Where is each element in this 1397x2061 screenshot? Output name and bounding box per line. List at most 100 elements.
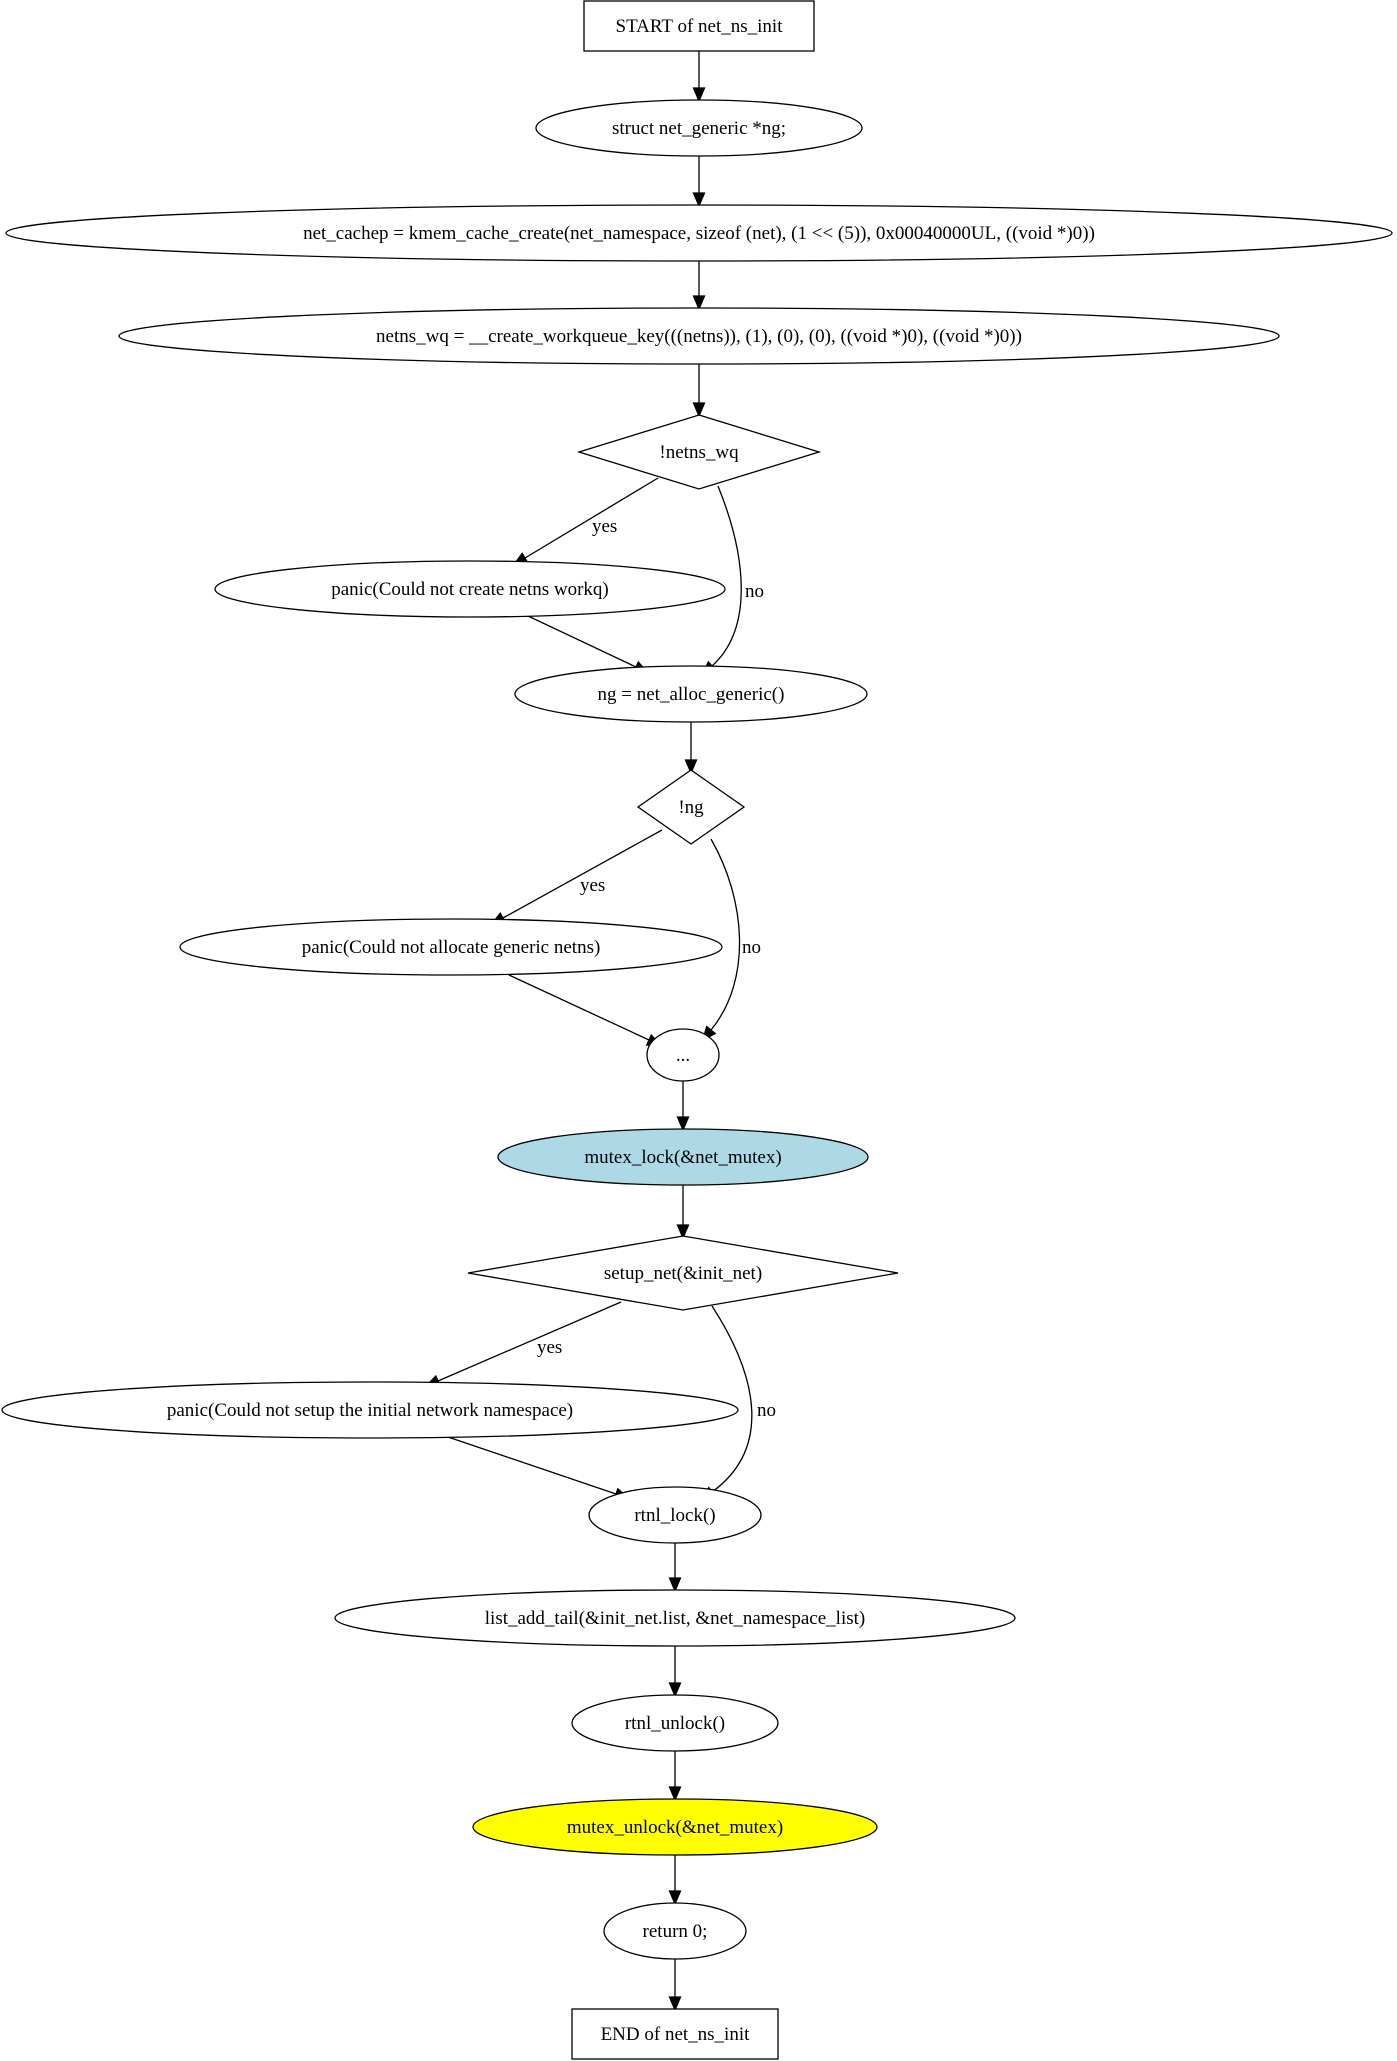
edge-line: [711, 1305, 753, 1493]
node-check-ng: !ng: [636, 769, 746, 845]
node-diamond: [636, 769, 746, 845]
node-ellipse: [118, 307, 1280, 365]
edge-decl_ng-to-cache_create: [692, 156, 706, 208]
node-rtnl-lock: rtnl_lock(): [588, 1486, 762, 1544]
node-ellipse: [497, 1128, 869, 1186]
node-ellipse: [5, 204, 1393, 262]
edge-panic_setup-to-rtnl_lock: [447, 1436, 630, 1500]
edge-check_wq-to-panic_wq: yes: [512, 477, 659, 566]
node-box: [571, 2008, 779, 2060]
edge-check_ng-to-panic_ng: yes: [490, 829, 663, 926]
arrowhead: [668, 1996, 682, 2012]
node-ellipse: [179, 918, 723, 976]
edge-line: [508, 974, 650, 1041]
arrowhead: [668, 1890, 682, 1906]
node-panic-ng: panic(Could not allocate generic netns): [179, 918, 723, 976]
arrowhead: [692, 87, 706, 103]
arrowhead: [692, 295, 706, 311]
arrowhead: [692, 402, 706, 418]
edge-mutex_unlock-to-return0: [668, 1855, 682, 1906]
node-panic-setup: panic(Could not setup the initial networ…: [1, 1381, 739, 1439]
edge-line: [711, 485, 742, 667]
node-ellipse: [535, 99, 863, 157]
arrowhead: [668, 1682, 682, 1698]
node-ellipse: [588, 1486, 762, 1544]
node-label: mutex_lock(&net_mutex): [584, 1147, 781, 1168]
node-check-wq: !netns_wq: [576, 414, 822, 490]
node-label: struct net_generic *ng;: [612, 118, 786, 139]
arrowhead: [668, 1577, 682, 1593]
node-label: rtnl_lock(): [634, 1505, 715, 1526]
node-ellipse: [1, 1381, 739, 1439]
node-box: [583, 0, 815, 52]
node-rtnl-unlock: rtnl_unlock(): [571, 1694, 779, 1752]
edge-panic_wq-to-alloc_generic: [527, 615, 650, 674]
edge-line: [502, 829, 663, 919]
node-label: START of net_ns_init: [616, 16, 784, 37]
edge-panic_ng-to-ellipsis: [508, 974, 663, 1047]
node-label: panic(Could not create netns workq): [331, 579, 609, 600]
edge-label-no: no: [742, 937, 761, 958]
edge-rtnl_lock-to-list_add: [668, 1543, 682, 1593]
edge-line: [437, 1301, 622, 1382]
node-label: net_cachep = kmem_cache_create(net_names…: [303, 223, 1095, 244]
edge-label-yes: yes: [592, 516, 617, 537]
edge-line: [527, 615, 637, 668]
node-label: panic(Could not allocate generic netns): [302, 937, 601, 958]
node-diamond: [467, 1235, 899, 1311]
node-start: START of net_ns_init: [583, 0, 815, 52]
node-ellipse: [514, 665, 868, 723]
node-decl-ng: struct net_generic *ng;: [535, 99, 863, 157]
edge-line: [524, 477, 659, 559]
edge-mutex_lock-to-check_setup: [676, 1185, 690, 1240]
node-label: netns_wq = __create_workqueue_key(((netn…: [376, 326, 1022, 347]
node-return0: return 0;: [603, 1902, 747, 1960]
node-ellipse: [214, 560, 726, 618]
arrowhead: [668, 1786, 682, 1802]
node-list-add: list_add_tail(&init_net.list, &net_names…: [334, 1589, 1016, 1647]
node-workqueue: netns_wq = __create_workqueue_key(((netn…: [118, 307, 1280, 365]
node-cache-create: net_cachep = kmem_cache_create(net_names…: [5, 204, 1393, 262]
node-ellipse: [603, 1902, 747, 1960]
edge-alloc_generic-to-check_ng: [684, 722, 698, 775]
edge-line: [710, 838, 741, 1031]
arrowhead: [692, 192, 706, 208]
edge-start-to-decl_ng: [692, 51, 706, 103]
node-end: END of net_ns_init: [571, 2008, 779, 2060]
edge-label-yes: yes: [537, 1337, 562, 1358]
edge-label-no: no: [745, 581, 764, 602]
node-label: rtnl_unlock(): [625, 1713, 725, 1734]
edge-line: [447, 1436, 617, 1495]
node-label: !netns_wq: [659, 442, 739, 463]
node-label: list_add_tail(&init_net.list, &net_names…: [485, 1608, 865, 1629]
edge-return0-to-end: [668, 1959, 682, 2012]
node-alloc-generic: ng = net_alloc_generic(): [514, 665, 868, 723]
arrowhead: [684, 759, 698, 775]
node-label: ...: [676, 1045, 690, 1066]
node-ellipse: [472, 1798, 878, 1856]
node-label: setup_net(&init_net): [604, 1263, 762, 1284]
node-label: !ng: [678, 797, 704, 818]
node-ellipse: [334, 1589, 1016, 1647]
node-label: mutex_unlock(&net_mutex): [567, 1817, 783, 1838]
edge-rtnl_unlock-to-mutex_unlock: [668, 1751, 682, 1802]
node-panic-wq: panic(Could not create netns workq): [214, 560, 726, 618]
edge-cache_create-to-workqueue: [692, 261, 706, 311]
edge-label-no: no: [757, 1400, 776, 1421]
node-label: panic(Could not setup the initial networ…: [167, 1400, 573, 1421]
arrowhead: [676, 1116, 690, 1132]
node-mutex-unlock: mutex_unlock(&net_mutex): [472, 1798, 878, 1856]
node-ellipsis: ...: [646, 1028, 720, 1082]
edge-label-yes: yes: [580, 875, 605, 896]
node-mutex-lock: mutex_lock(&net_mutex): [497, 1128, 869, 1186]
arrowhead: [676, 1224, 690, 1240]
edge-workqueue-to-check_wq: [692, 364, 706, 418]
node-label: ng = net_alloc_generic(): [598, 684, 785, 705]
edge-ellipsis-to-mutex_lock: [676, 1081, 690, 1132]
node-diamond: [576, 414, 822, 490]
node-ellipse: [646, 1028, 720, 1082]
node-label: return 0;: [643, 1921, 708, 1942]
edge-list_add-to-rtnl_unlock: [668, 1646, 682, 1698]
